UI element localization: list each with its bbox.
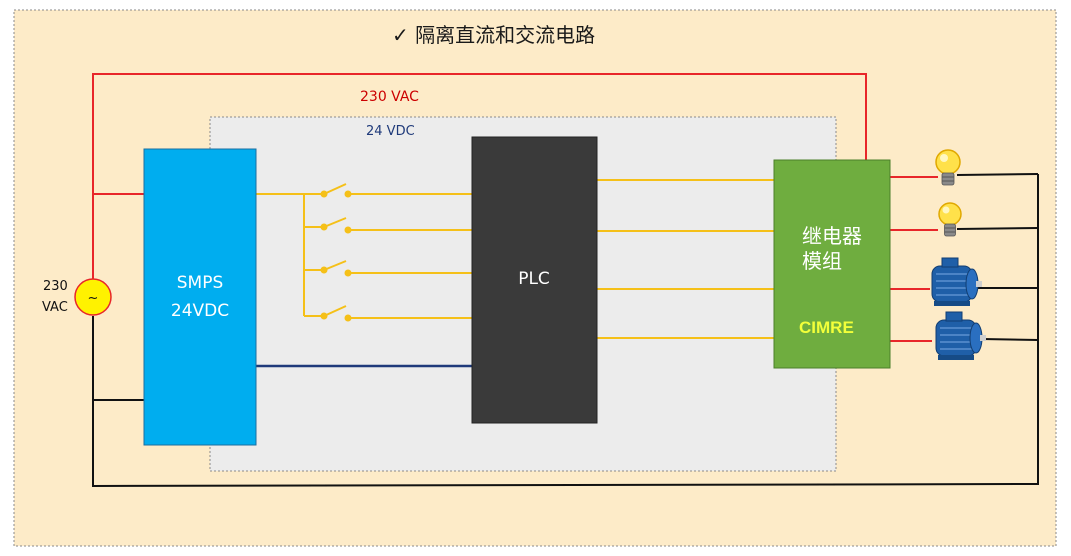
dc-zone-label: 24 VDC [366,124,415,139]
bulb-icon [938,202,962,237]
ac-line-label: 230 VAC [360,89,419,105]
ac-source-icon [74,278,112,316]
motor-icon [935,311,986,360]
smps-label-line2: 24VDC [171,301,229,321]
switch-icon [320,305,352,322]
dc-wires [256,179,774,339]
diagram-title: ✓ 隔离直流和交流电路 [392,23,595,47]
smps-label-line1: SMPS [177,273,224,293]
switch-icon [320,217,352,234]
ac-wires [92,73,938,342]
ac-source-label-line2: VAC [42,300,68,315]
plc-block [471,136,598,424]
neutral-wires [92,173,1039,488]
plc-label: PLC [518,269,550,289]
relay-label-line2: 模组 [802,249,842,273]
ac-source-symbol: ~ [88,291,99,306]
switch-icon [320,183,352,198]
input-switches [320,183,352,322]
relay-label-line1: 继电器 [802,224,862,248]
relay-module-block [773,159,891,369]
bulb-icon [935,149,961,186]
ac-source-label-line1: 230 [43,279,68,294]
smps-block [143,148,257,446]
motor-icon [931,257,982,306]
relay-brand-label: CIMRE [799,318,854,337]
switch-icon [320,260,352,277]
